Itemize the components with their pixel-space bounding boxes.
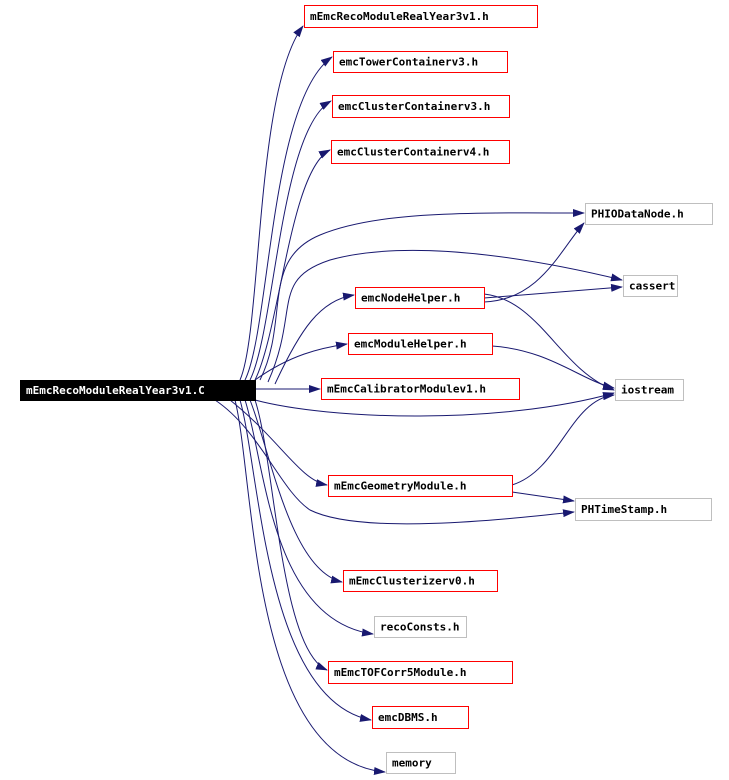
node-box[interactable] — [304, 5, 538, 28]
node-box[interactable] — [348, 333, 493, 355]
node-cassert[interactable]: cassert — [623, 275, 678, 297]
node-box[interactable] — [328, 475, 513, 497]
node-label: PHIODataNode.h — [591, 208, 684, 221]
node-label: mEmcTOFCorr5Module.h — [334, 666, 466, 679]
edge-mEmcGeometryModule_h-to-PHTimeStamp_h — [511, 491, 575, 504]
node-emcModuleHelper_h[interactable]: emcModuleHelper.h — [348, 333, 493, 355]
edge-root-to-mEmcRecoModuleRealYear3v1_h — [239, 25, 304, 381]
edge-root-to-PHIODataNode_h — [259, 208, 585, 381]
node-box[interactable] — [585, 203, 713, 225]
node-emcTowerContainerv3_h[interactable]: emcTowerContainerv3.h — [333, 51, 508, 73]
edge-emcNodeHelper_h-to-iostream — [483, 293, 615, 391]
node-label: cassert — [629, 280, 675, 293]
edge-root-to-emcDBMS_h — [239, 399, 372, 722]
node-label: mEmcClusterizerv0.h — [349, 575, 475, 588]
node-box[interactable] — [333, 51, 508, 73]
edge-mEmcGeometryModule_h-to-iostream — [511, 392, 615, 486]
node-iostream[interactable]: iostream — [615, 379, 684, 401]
node-mEmcClusterizerv0_h[interactable]: mEmcClusterizerv0.h — [343, 570, 498, 592]
edge-root-to-emcClusterContainerv4_h — [254, 149, 331, 381]
node-box[interactable] — [615, 379, 684, 401]
node-label: iostream — [621, 384, 674, 397]
edge-root-to-emcClusterContainerv3_h — [249, 100, 332, 381]
node-emcDBMS_h[interactable]: emcDBMS.h — [372, 706, 469, 729]
node-label: emcDBMS.h — [378, 711, 438, 724]
node-box[interactable] — [623, 275, 678, 297]
node-PHTimeStamp_h[interactable]: PHTimeStamp.h — [575, 498, 712, 521]
nodes-layer: mEmcRecoModuleRealYear3v1.C mEmcRecoModul… — [20, 5, 713, 774]
node-emcClusterContainerv3_h[interactable]: emcClusterContainerv3.h — [332, 95, 510, 118]
node-memory[interactable]: memory — [386, 752, 456, 774]
edge-root-to-mEmcGeometryModule_h — [229, 399, 328, 487]
node-box[interactable] — [374, 616, 467, 638]
edge-root-to-mEmcClusterizerv0_h — [249, 399, 343, 584]
node-label: emcClusterContainerv4.h — [337, 146, 489, 159]
node-box[interactable] — [355, 287, 485, 309]
node-label: mEmcGeometryModule.h — [334, 480, 466, 493]
edge-root-to-emcNodeHelper_h — [274, 292, 355, 385]
node-label: emcClusterContainerv3.h — [338, 100, 490, 113]
node-label: emcNodeHelper.h — [361, 292, 460, 305]
node-label: mEmcCalibratorModulev1.h — [327, 383, 486, 396]
edges-layer — [214, 25, 623, 775]
node-recoConsts_h[interactable]: recoConsts.h — [374, 616, 467, 638]
node-mEmcRecoModuleRealYear3v1_h[interactable]: mEmcRecoModuleRealYear3v1.h — [304, 5, 538, 28]
node-label: PHTimeStamp.h — [581, 503, 667, 516]
node-box[interactable] — [328, 661, 513, 684]
node-label: mEmcRecoModuleRealYear3v1.C — [26, 384, 205, 397]
node-label: emcModuleHelper.h — [354, 338, 467, 351]
edge-root-to-emcTowerContainerv3_h — [244, 56, 333, 381]
node-mEmcCalibratorModulev1_h[interactable]: mEmcCalibratorModulev1.h — [321, 378, 520, 400]
node-emcNodeHelper_h[interactable]: emcNodeHelper.h — [355, 287, 485, 309]
node-box[interactable] — [386, 752, 456, 774]
node-box[interactable] — [20, 380, 256, 401]
node-box[interactable] — [332, 95, 510, 118]
edge-root-to-emcModuleHelper_h — [254, 341, 348, 381]
node-PHIODataNode_h[interactable]: PHIODataNode.h — [585, 203, 713, 225]
edge-root-to-memory — [234, 399, 386, 775]
node-label: emcTowerContainerv3.h — [339, 56, 478, 69]
node-box[interactable] — [372, 706, 469, 729]
edge-root-to-cassert — [267, 249, 623, 383]
node-emcClusterContainerv4_h[interactable]: emcClusterContainerv4.h — [331, 140, 510, 164]
edge-emcModuleHelper_h-to-iostream — [491, 345, 615, 390]
node-mEmcTOFCorr5Module_h[interactable]: mEmcTOFCorr5Module.h — [328, 661, 513, 684]
edge-root-to-iostream — [254, 392, 615, 417]
node-label: mEmcRecoModuleRealYear3v1.h — [310, 10, 489, 23]
edge-emcNodeHelper_h-to-cassert — [483, 283, 623, 299]
node-label: memory — [392, 757, 432, 770]
node-label: recoConsts.h — [380, 621, 459, 634]
node-root[interactable]: mEmcRecoModuleRealYear3v1.C — [20, 380, 256, 401]
edge-root-to-mEmcTOFCorr5Module_h — [254, 399, 328, 671]
node-mEmcGeometryModule_h[interactable]: mEmcGeometryModule.h — [328, 475, 513, 497]
node-box[interactable] — [321, 378, 520, 400]
edge-emcNodeHelper_h-to-PHIODataNode_h — [483, 222, 585, 303]
node-box[interactable] — [331, 140, 510, 164]
node-box[interactable] — [575, 498, 712, 521]
node-box[interactable] — [343, 570, 498, 592]
